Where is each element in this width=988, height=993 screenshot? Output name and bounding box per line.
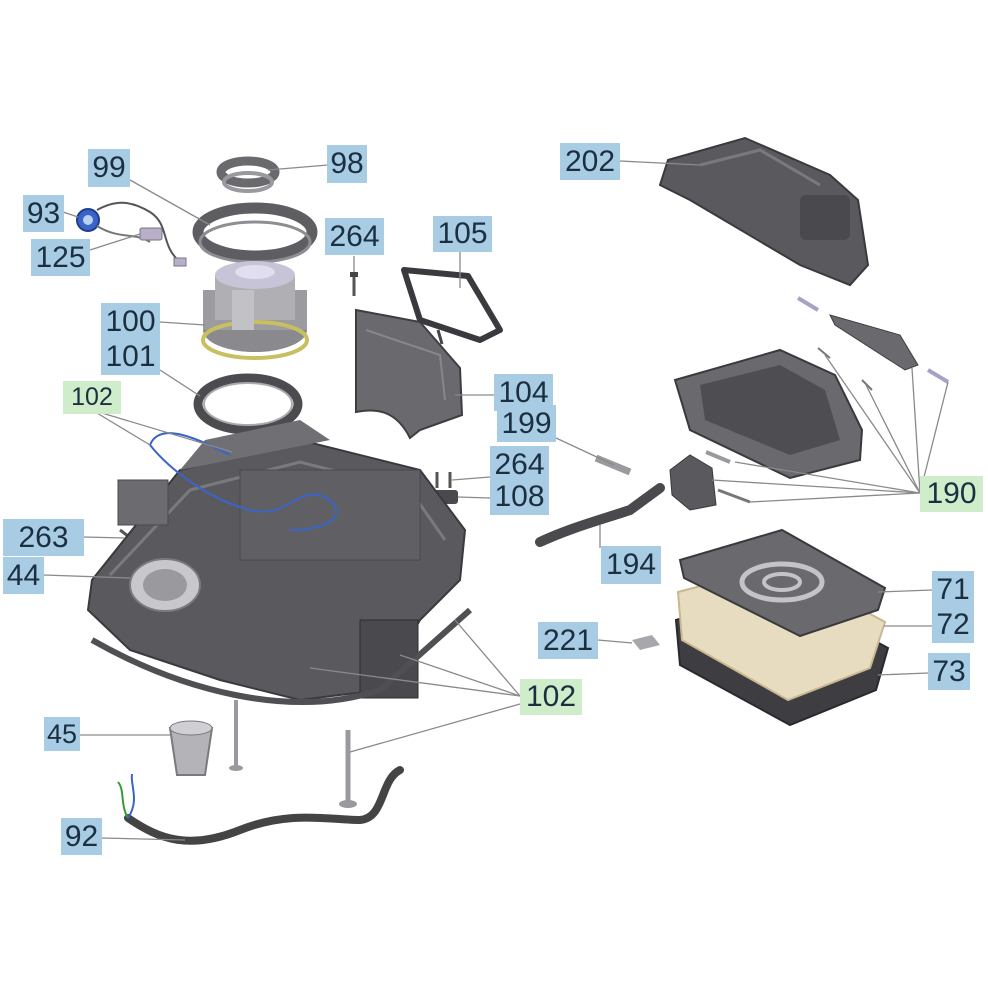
leader-102-b3 — [309, 667, 521, 697]
leader-98 — [267, 164, 329, 171]
leader-190-6 — [711, 479, 921, 494]
leader-108 — [457, 496, 491, 499]
part-190-latch — [669, 450, 751, 511]
leader-99 — [129, 179, 211, 226]
leader-199 — [555, 437, 615, 466]
leader-190-7 — [749, 492, 921, 503]
part-105-gasket — [401, 267, 503, 343]
callout-194: 194 — [601, 546, 661, 584]
leader-102-b1 — [454, 619, 521, 697]
callout-44: 44 — [3, 557, 44, 594]
callout-92: 92 — [61, 818, 102, 855]
leader-221 — [597, 639, 633, 644]
callout-125: 125 — [31, 239, 90, 276]
callout-102: 102 — [63, 381, 121, 414]
leader-190-1 — [919, 381, 949, 494]
callout-72: 72 — [932, 606, 974, 643]
part-264-screw-top — [350, 272, 358, 296]
callout-202: 202 — [560, 143, 620, 180]
part-93-sensor — [76, 201, 187, 267]
callout-99: 99 — [88, 149, 130, 187]
part-190-pins-bracket — [796, 296, 950, 391]
part-45-cup — [168, 720, 214, 776]
part-100-motor — [201, 261, 309, 360]
leader-92 — [101, 837, 186, 841]
part-99-motor-ring — [192, 202, 318, 264]
part-98-collar-ring — [216, 156, 280, 193]
part-71-filter-cage — [678, 528, 887, 638]
part-101-seal-ring — [193, 373, 303, 435]
callout-104: 104 — [494, 374, 553, 411]
callout-93: 93 — [23, 195, 64, 232]
callout-190: 190 — [920, 476, 983, 512]
leader-102-a2 — [91, 409, 233, 453]
part-194-lever — [535, 483, 665, 547]
callout-108: 108 — [490, 478, 549, 515]
part-221-label — [632, 635, 660, 650]
callout-100: 100 — [101, 303, 160, 340]
leader-44 — [43, 574, 131, 579]
part-filter-frame — [673, 348, 864, 480]
part-92-cable — [117, 766, 404, 845]
leader-125 — [89, 233, 141, 251]
part-104-cover-plate — [355, 308, 464, 440]
leader-93 — [62, 211, 79, 218]
callout-264: 264 — [325, 218, 384, 255]
callout-264: 264 — [490, 446, 549, 483]
callout-101: 101 — [101, 338, 160, 375]
callout-105: 105 — [433, 216, 492, 252]
leader-71 — [877, 589, 933, 593]
leader-100 — [159, 321, 206, 326]
callout-73: 73 — [928, 653, 970, 690]
leader-263 — [83, 536, 126, 539]
part-housing-base — [86, 420, 472, 705]
callout-98: 98 — [327, 145, 367, 183]
part-202-top-cover — [658, 136, 870, 287]
leader-190-5 — [734, 461, 921, 494]
leader-190-4 — [824, 354, 921, 494]
leader-lines — [43, 160, 949, 841]
callout-263: 263 — [3, 519, 84, 556]
leader-202 — [619, 160, 701, 166]
callout-102: 102 — [520, 679, 582, 715]
callout-199: 199 — [497, 405, 556, 442]
leader-190-2 — [911, 367, 921, 494]
leader-73 — [877, 672, 929, 676]
leader-102-b4 — [349, 703, 521, 753]
callout-221: 221 — [538, 622, 598, 659]
callout-45: 45 — [44, 717, 80, 751]
leader-264-mid — [451, 476, 491, 481]
part-bolts — [229, 700, 357, 808]
leader-102-b2 — [399, 654, 521, 697]
leader-190-3 — [865, 384, 921, 494]
leader-101 — [159, 369, 201, 397]
leader-102-a1 — [91, 409, 151, 446]
callout-71: 71 — [932, 571, 974, 608]
